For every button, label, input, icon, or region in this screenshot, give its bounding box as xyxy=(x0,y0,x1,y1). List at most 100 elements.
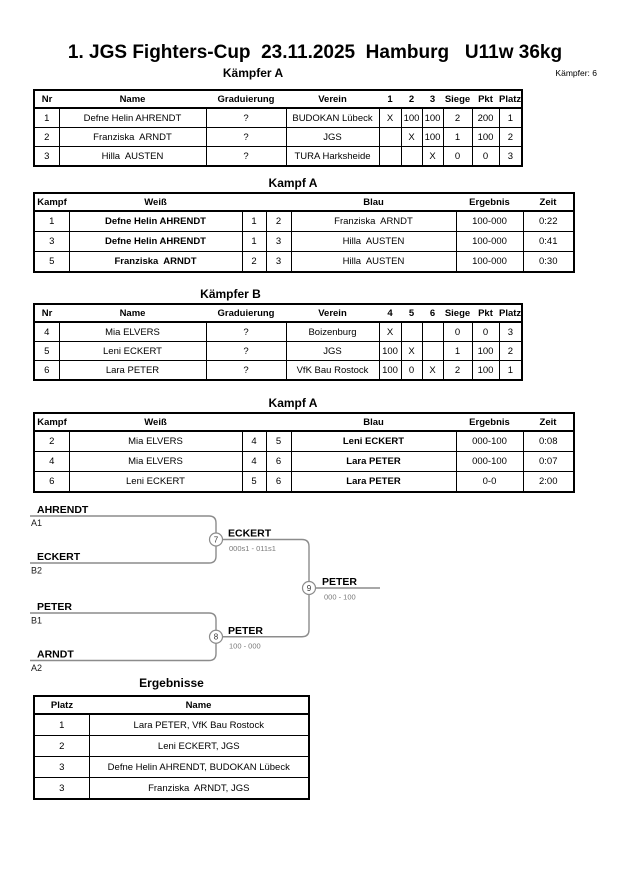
cell-siege: 0 xyxy=(442,146,473,167)
cell-ergebnis: 100-000 xyxy=(455,231,524,252)
table-row: 5 Leni ECKERT ? JGS 100 X 1 100 2 xyxy=(33,341,523,361)
cell-nr: 6 xyxy=(33,360,60,381)
table-row: 4 Mia ELVERS 4 6 Lara PETER 000-100 0:07 xyxy=(33,451,575,472)
table-header-row: Nr Name Graduierung Verein 4 5 6 Siege P… xyxy=(34,304,523,323)
cell-verein: VfK Bau Rostock xyxy=(285,360,380,381)
cell-score-5 xyxy=(400,321,423,342)
cell-graduierung: ? xyxy=(205,127,287,147)
section-heading-kampf-a-1: Kampf A xyxy=(268,176,318,190)
cell-name: Leni ECKERT xyxy=(58,341,207,361)
cell-verein: TURA Harksheide xyxy=(285,146,380,167)
cell-score-1 xyxy=(378,127,402,147)
col-header-blau: Blau xyxy=(291,193,456,212)
match9-circle xyxy=(301,580,317,596)
cell-platz: 2 xyxy=(33,735,90,757)
cell-graduierung: ? xyxy=(205,360,287,381)
cell-siege: 1 xyxy=(442,341,473,361)
cell-siege: 1 xyxy=(442,127,473,147)
match7-winner-name: ECKERT xyxy=(228,528,272,540)
cell-score-2: 100 xyxy=(400,107,423,128)
col-header-name: Name xyxy=(59,304,206,323)
cell-pkt: 100 xyxy=(471,360,500,381)
cell-blau-nr: 5 xyxy=(265,430,292,452)
finals-bracket: AHRENDT A1 ECKERT B2 PETER B1 ARNDT A2 7… xyxy=(30,504,380,673)
match9-score: 000 - 100 xyxy=(324,593,356,602)
col-header-3: 3 xyxy=(422,90,443,109)
cell-score-6 xyxy=(421,341,444,361)
cell-kampf-nr: 3 xyxy=(33,231,70,252)
col-header-name: Name xyxy=(59,90,206,109)
cell-nr: 5 xyxy=(33,341,60,361)
match9-number: 9 xyxy=(307,584,312,593)
cell-weiss-name: Mia ELVERS xyxy=(68,451,243,472)
cell-zeit: 0:08 xyxy=(522,430,575,452)
cell-verein: JGS xyxy=(285,127,380,147)
col-header-graduierung: Graduierung xyxy=(206,304,286,323)
cell-ergebnis: 100-000 xyxy=(455,251,524,273)
cell-platz: 3 xyxy=(498,146,523,167)
col-header-spacer xyxy=(242,193,266,212)
cell-name: Defne Helin AHRENDT xyxy=(58,107,207,128)
col-header-siege: Siege xyxy=(443,90,472,109)
cell-zeit: 0:22 xyxy=(522,210,575,232)
bracket-seed-name: ECKERT xyxy=(37,551,81,563)
bracket-match8-winner-line xyxy=(222,594,310,638)
cell-score-6 xyxy=(421,321,444,342)
cell-name: Lara PETER xyxy=(58,360,207,381)
bracket-seed-name: PETER xyxy=(37,601,72,613)
cell-verein: JGS xyxy=(285,341,380,361)
cell-graduierung: ? xyxy=(205,146,287,167)
cell-weiss-name: Leni ECKERT xyxy=(68,471,243,493)
table-ergebnisse: Platz Name 1 Lara PETER, VfK Bau Rostock… xyxy=(33,695,310,800)
col-header-nr: Nr xyxy=(34,304,59,323)
match9-winner-name: PETER xyxy=(322,576,357,588)
fighters-count: Kämpfer: 6 xyxy=(555,68,597,78)
col-header-platz: Platz xyxy=(499,304,523,323)
cell-nr: 2 xyxy=(33,127,60,147)
table-row: 2 Mia ELVERS 4 5 Leni ECKERT 000-100 0:0… xyxy=(33,430,575,452)
col-header-kampf: Kampf xyxy=(34,193,69,212)
bracket-seed-label: B1 xyxy=(31,616,42,626)
table-row: 3 Defne Helin AHRENDT 1 3 Hilla AUSTEN 1… xyxy=(33,231,575,252)
match8-circle xyxy=(208,629,224,644)
cell-siege: 2 xyxy=(442,360,473,381)
cell-nr: 1 xyxy=(33,107,60,128)
col-header-ergebnis: Ergebnis xyxy=(456,413,523,432)
cell-blau-name: Lara PETER xyxy=(290,451,457,472)
table-header-row: Kampf Weiß Blau Ergebnis Zeit xyxy=(34,413,574,432)
bracket-match7-winner-line xyxy=(222,538,310,582)
cell-kampf-nr: 1 xyxy=(33,210,70,232)
cell-pkt: 0 xyxy=(471,321,500,342)
cell-platz: 1 xyxy=(33,713,90,736)
table-row: 1 Defne Helin AHRENDT ? BUDOKAN Lübeck X… xyxy=(33,107,523,128)
cell-weiss-name: Franziska ARNDT xyxy=(68,251,243,273)
cell-score-3: 100 xyxy=(421,107,444,128)
table-row: 1 Defne Helin AHRENDT 1 2 Franziska ARND… xyxy=(33,210,575,232)
cell-name: Mia ELVERS xyxy=(58,321,207,342)
cell-weiss-name: Defne Helin AHRENDT xyxy=(68,231,243,252)
cell-ergebnis: 0-0 xyxy=(455,471,524,493)
cell-zeit: 2:00 xyxy=(522,471,575,493)
col-header-kampf: Kampf xyxy=(34,413,69,432)
cell-name: Leni ECKERT, JGS xyxy=(88,735,310,757)
bracket-seed-name: AHRENDT xyxy=(37,504,89,516)
cell-graduierung: ? xyxy=(205,321,287,342)
col-header-ergebnis: Ergebnis xyxy=(456,193,523,212)
col-header-4: 4 xyxy=(379,304,401,323)
col-header-weiss: Weiß xyxy=(69,413,242,432)
cell-zeit: 0:07 xyxy=(522,451,575,472)
cell-ergebnis: 000-100 xyxy=(455,430,524,452)
col-header-spacer xyxy=(266,193,291,212)
col-header-pkt: Pkt xyxy=(472,304,499,323)
cell-siege: 2 xyxy=(442,107,473,128)
cell-score-3: 100 xyxy=(421,127,444,147)
table-row: 2 Franziska ARNDT ? JGS X 100 1 100 2 xyxy=(33,127,523,147)
match8-score: 100 - 000 xyxy=(229,642,261,651)
cell-weiss-nr: 4 xyxy=(241,430,267,452)
cell-weiss-nr: 4 xyxy=(241,451,267,472)
cell-nr: 4 xyxy=(33,321,60,342)
cell-blau-name: Hilla AUSTEN xyxy=(290,251,457,273)
col-header-weiss: Weiß xyxy=(69,193,242,212)
cell-weiss-nr: 1 xyxy=(241,231,267,252)
table-kampf-a-2: Kampf Weiß Blau Ergebnis Zeit 2 Mia ELVE… xyxy=(33,412,575,493)
